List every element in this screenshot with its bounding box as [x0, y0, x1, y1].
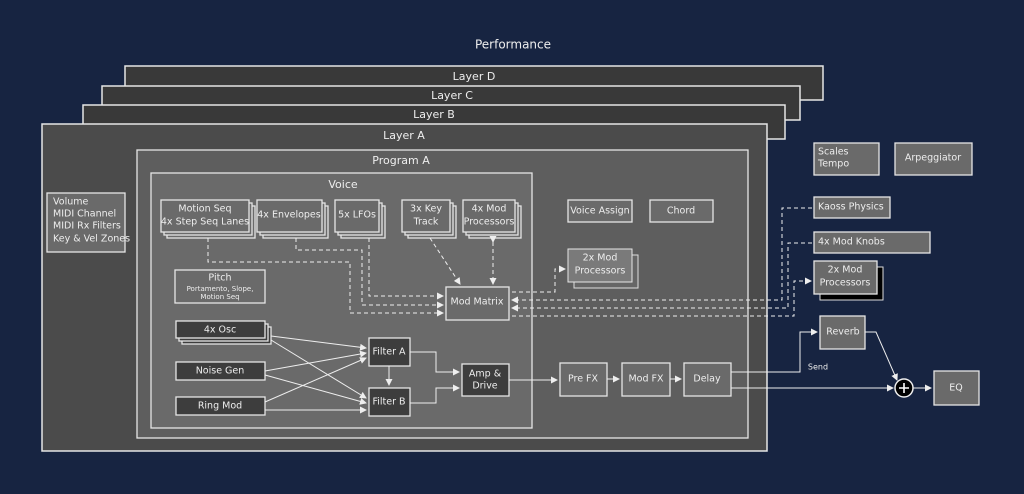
svg-text:Voice Assign: Voice Assign — [570, 206, 629, 217]
mod-knobs-box: 4x Mod Knobs — [813, 231, 931, 254]
filter-a-box: Filter A — [368, 337, 411, 367]
svg-text:Mod FX: Mod FX — [628, 374, 664, 385]
svg-text:4x Osc: 4x Osc — [204, 325, 236, 336]
svg-text:4x Mod: 4x Mod — [472, 204, 507, 215]
svg-text:Arpeggiator: Arpeggiator — [905, 153, 961, 164]
svg-text:Layer C: Layer C — [431, 89, 473, 102]
chord-box: Chord — [649, 199, 714, 223]
svg-text:2x Mod: 2x Mod — [828, 265, 863, 276]
svg-text:Key & Vel Zones: Key & Vel Zones — [53, 234, 130, 245]
svg-text:Motion Seq: Motion Seq — [178, 204, 231, 215]
svg-text:Delay: Delay — [693, 374, 721, 385]
svg-text:Kaoss Physics: Kaoss Physics — [818, 202, 884, 213]
pre-fx-box: Pre FX — [559, 362, 608, 397]
envelopes-box: 4x Envelopes — [256, 199, 329, 239]
svg-text:EQ: EQ — [949, 383, 962, 394]
svg-text:MIDI Rx Filters: MIDI Rx Filters — [53, 221, 121, 232]
svg-text:Filter B: Filter B — [372, 397, 405, 408]
arpeggiator-box: Arpeggiator — [894, 142, 973, 176]
amp-drive-box: Amp &Drive — [461, 363, 510, 397]
pitch-box: Pitch Portamento, Slope, Motion Seq — [174, 269, 266, 304]
svg-text:3x Key: 3x Key — [410, 204, 442, 215]
svg-text:Pre FX: Pre FX — [568, 374, 599, 385]
svg-text:Voice: Voice — [328, 178, 358, 191]
svg-text:Reverb: Reverb — [826, 327, 859, 338]
mod-matrix-box: Mod Matrix — [445, 286, 510, 321]
svg-text:Processors: Processors — [575, 266, 626, 277]
svg-text:Motion Seq: Motion Seq — [200, 293, 239, 301]
svg-text:Mod Matrix: Mod Matrix — [451, 297, 504, 308]
eq-box: EQ — [933, 370, 980, 406]
plus-circle-icon — [894, 378, 914, 398]
lfos-box: 5x LFOs — [334, 199, 386, 239]
ring-mod-box: Ring Mod — [175, 396, 266, 416]
svg-text:4x Envelopes: 4x Envelopes — [257, 210, 321, 221]
svg-text:Filter A: Filter A — [372, 347, 406, 358]
filter-b-box: Filter B — [368, 387, 411, 417]
svg-text:Pitch: Pitch — [208, 273, 231, 284]
svg-text:Ring Mod: Ring Mod — [198, 401, 242, 412]
svg-text:Scales: Scales — [818, 147, 849, 158]
svg-text:Track: Track — [413, 217, 439, 228]
svg-text:Drive: Drive — [472, 381, 497, 392]
osc-box: 4x Osc — [175, 320, 272, 345]
svg-text:Program A: Program A — [372, 154, 430, 167]
send-label: Send — [808, 363, 828, 372]
svg-text:Volume: Volume — [53, 197, 88, 208]
noise-gen-box: Noise Gen — [175, 361, 266, 381]
svg-text:Processors: Processors — [820, 278, 871, 289]
svg-text:5x LFOs: 5x LFOs — [338, 210, 376, 221]
svg-text:Tempo: Tempo — [817, 159, 849, 170]
svg-text:Layer D: Layer D — [453, 70, 496, 83]
layer-settings-box: Volume MIDI Channel MIDI Rx Filters Key … — [46, 192, 130, 253]
svg-text:Portamento, Slope,: Portamento, Slope, — [187, 285, 254, 293]
svg-text:Amp &: Amp & — [469, 369, 502, 380]
kaoss-physics-box: Kaoss Physics — [813, 196, 891, 219]
svg-text:Processors: Processors — [464, 217, 515, 228]
mod-fx-box: Mod FX — [621, 362, 671, 397]
delay-box: Delay — [683, 362, 732, 397]
diagram-title: Performance — [475, 38, 551, 52]
svg-text:MIDI Channel: MIDI Channel — [53, 209, 116, 220]
svg-text:2x Mod: 2x Mod — [583, 253, 618, 264]
svg-text:Noise Gen: Noise Gen — [196, 366, 245, 377]
svg-text:Layer A: Layer A — [383, 129, 425, 142]
svg-text:4x Step Seq Lanes: 4x Step Seq Lanes — [161, 217, 249, 228]
reverb-box: Reverb — [819, 315, 866, 350]
svg-text:Layer B: Layer B — [413, 108, 455, 121]
svg-text:Chord: Chord — [667, 206, 695, 217]
motion-seq-box: Motion Seq 4x Step Seq Lanes — [160, 199, 256, 239]
svg-text:4x Mod Knobs: 4x Mod Knobs — [818, 237, 885, 248]
voice-assign-box: Voice Assign — [567, 199, 633, 223]
